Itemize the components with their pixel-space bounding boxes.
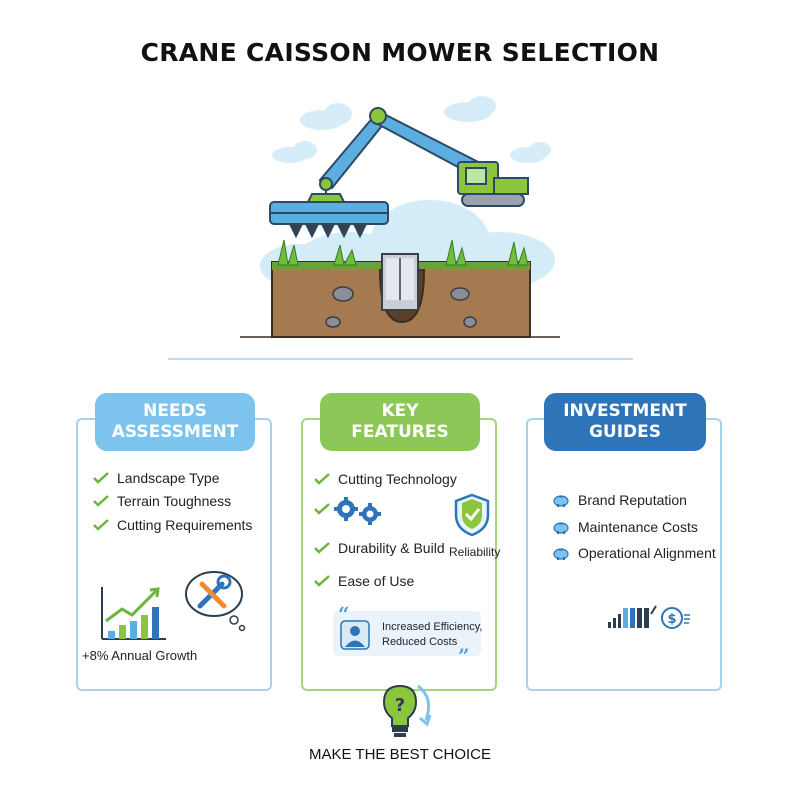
growth-chart-icon [101,587,166,640]
page-title: CRANE CAISSON MOWER SELECTION [140,38,660,67]
svg-text:?: ? [395,695,405,716]
list-item: Durability & Build [314,540,445,556]
heading-line: ASSESSMENT [111,422,239,442]
piggy-bank-icon [553,495,569,507]
open-quote-icon: “ [338,602,350,626]
coin-dollar-icon: $ [661,607,690,629]
needs-assessment-heading: NEEDS ASSESSMENT [95,393,255,451]
crane-mower-illustration [240,96,560,338]
heading-line: INVESTMENT [563,401,687,421]
piggy-bank-icon [553,522,569,534]
svg-text:$: $ [667,612,676,627]
heading-line: FEATURES [351,422,449,442]
lightbulb-question-icon: ? [382,684,432,737]
testimonial-text: Increased Efficiency, Reduced Costs [382,621,483,648]
leaf-check-icon [314,473,330,485]
gears-icon [334,497,381,525]
heading-line: GUIDES [588,422,662,442]
list-item: Terrain Toughness [93,493,231,509]
tools-thought-bubble-icon [185,571,246,632]
list-item: Maintenance Costs [552,519,698,535]
shield-check-icon [454,493,490,537]
section-divider [168,358,633,360]
user-icon [340,620,370,650]
piggy-bank-icon [553,548,569,560]
leaf-check-icon [314,542,330,554]
list-item: Brand Reputation [552,492,687,508]
footer-caption: MAKE THE BEST CHOICE [309,746,491,763]
heading-line: KEY [381,401,419,421]
key-features-heading: KEY FEATURES [320,393,480,451]
leaf-check-icon [93,495,109,507]
bar-stack-icon [608,605,657,628]
list-item: Operational Alignment [552,545,716,561]
growth-label: +8% Annual Growth [82,648,198,663]
investment-guides-heading: INVESTMENT GUIDES [544,393,706,451]
list-item: Ease of Use [314,573,414,589]
cloud-icon [272,96,551,163]
reliability-label: Reliability [449,545,501,559]
leaf-check-icon [314,503,330,515]
list-item: Cutting Technology [314,471,457,487]
list-item: Cutting Requirements [93,517,252,533]
leaf-check-icon [93,472,109,484]
close-quote-icon: ” [458,644,470,668]
leaf-check-icon [314,575,330,587]
leaf-check-icon [93,519,109,531]
needs-assessment-card [76,418,272,691]
list-item: Landscape Type [93,470,220,486]
heading-line: NEEDS [143,401,207,421]
